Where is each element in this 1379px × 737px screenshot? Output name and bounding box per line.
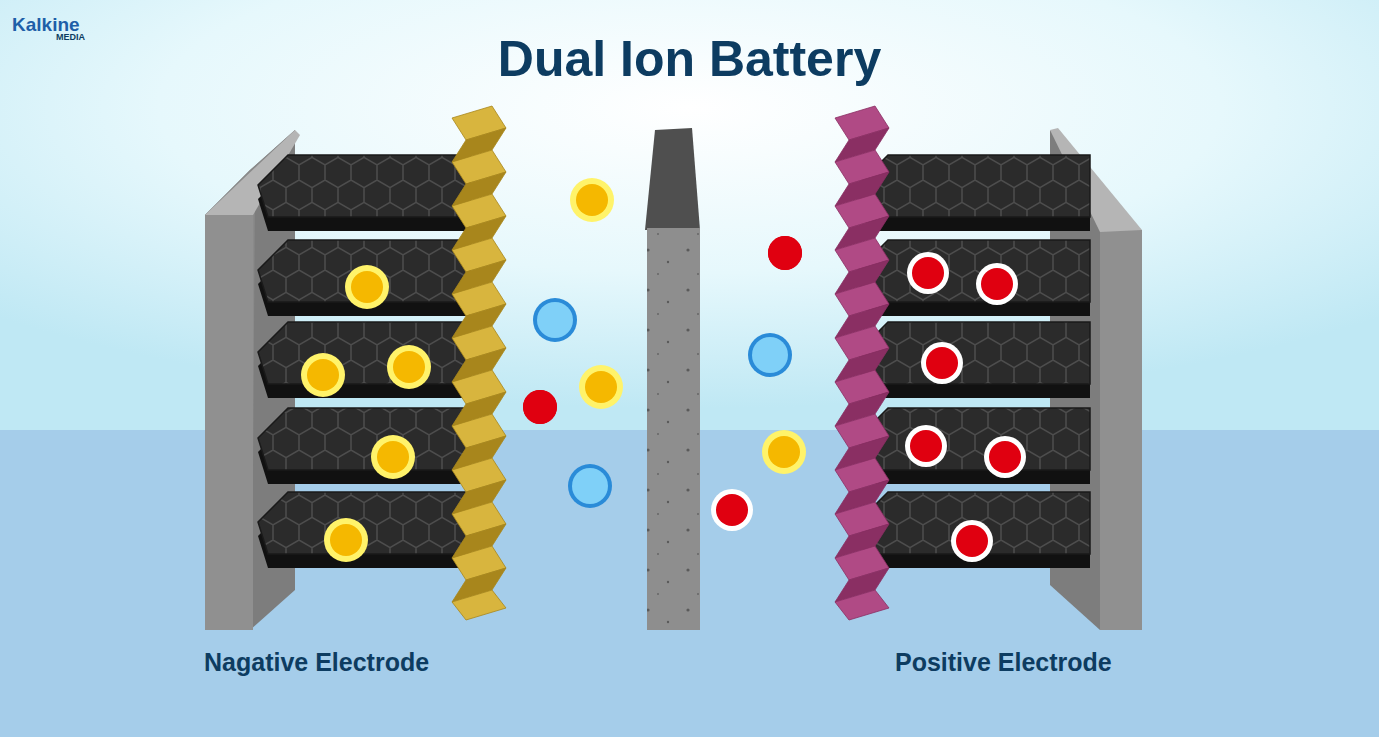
graphite-layer — [858, 240, 1090, 302]
anion — [568, 464, 612, 508]
anion — [905, 425, 947, 467]
anion — [572, 468, 608, 504]
cation — [330, 524, 362, 556]
anion — [926, 347, 958, 379]
anion — [951, 520, 993, 562]
anion — [910, 430, 942, 462]
separator — [645, 128, 700, 630]
cation — [351, 271, 383, 303]
title: Dual Ion Battery — [0, 30, 1379, 88]
anion — [989, 441, 1021, 473]
electrode-label: Positive Electrode — [895, 648, 1112, 677]
anion — [537, 302, 573, 338]
logo-subtext: MEDIA — [56, 32, 85, 42]
anion — [984, 436, 1026, 478]
cation — [307, 359, 339, 391]
graphite-layer — [858, 155, 1090, 217]
anion — [768, 236, 802, 270]
cation — [579, 365, 623, 409]
anion — [711, 489, 753, 531]
cation — [576, 184, 608, 216]
electrode-label: Nagative Electrode — [204, 648, 429, 677]
anion — [523, 390, 557, 424]
cation — [301, 353, 345, 397]
cation — [570, 178, 614, 222]
graphite-layer — [258, 155, 470, 217]
anion — [921, 342, 963, 384]
graphite-layer — [858, 322, 1090, 384]
cation — [768, 436, 800, 468]
cation — [371, 435, 415, 479]
anion — [523, 390, 557, 424]
anion — [533, 298, 577, 342]
anion — [748, 333, 792, 377]
anion — [956, 525, 988, 557]
cation — [762, 430, 806, 474]
wavy-collector — [835, 590, 889, 620]
anion — [912, 257, 944, 289]
graphite-layer — [858, 408, 1090, 470]
wavy-collector — [452, 590, 506, 620]
anion — [976, 263, 1018, 305]
anion — [981, 268, 1013, 300]
cation — [387, 345, 431, 389]
cation — [377, 441, 409, 473]
anion — [907, 252, 949, 294]
anion — [716, 494, 748, 526]
graphite-layer — [258, 322, 470, 384]
cation — [393, 351, 425, 383]
cation — [324, 518, 368, 562]
graphite-layer — [258, 408, 470, 470]
anion — [768, 236, 802, 270]
anion — [752, 337, 788, 373]
cation — [345, 265, 389, 309]
cation — [585, 371, 617, 403]
